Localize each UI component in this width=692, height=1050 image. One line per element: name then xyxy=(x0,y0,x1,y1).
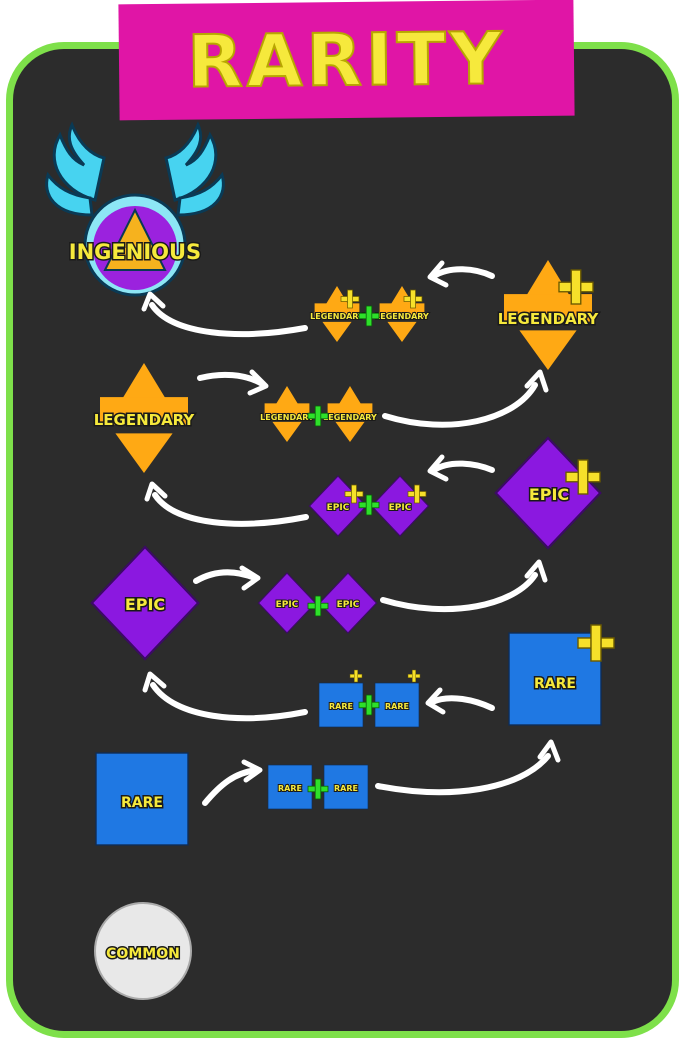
curved-arrow-icon xyxy=(144,481,309,527)
curved-arrow-icon xyxy=(380,559,548,613)
curved-arrow-icon xyxy=(142,671,308,722)
epic-label: EPIC xyxy=(125,595,165,614)
legendary-plus-pair-label-1: LEGENDARY xyxy=(310,312,364,321)
rare-plus-pair-label-2: RARE xyxy=(385,702,409,711)
epic-pair-label-1: EPIC xyxy=(276,600,299,610)
epic-plus-pair-label-2: EPIC xyxy=(389,503,412,513)
rare-plus-pair-label-1: RARE xyxy=(329,702,353,711)
rare-label: RARE xyxy=(121,795,163,811)
legendary-pair-label-2: LEGENDARY xyxy=(323,413,377,422)
flow-arrows xyxy=(141,260,561,806)
legendary-plus-pair: LEGENDARY LEGENDARY xyxy=(309,286,430,342)
legendary-pair: LEGENDARY LEGENDARY xyxy=(259,386,378,442)
ingenious-emblem: INGENIOUS xyxy=(45,121,225,297)
rare-plus-label: RARE xyxy=(534,676,576,692)
legendary-pair-label-1: LEGENDARY xyxy=(260,413,314,422)
common-label: COMMON xyxy=(106,946,180,962)
plus-icon xyxy=(307,405,329,427)
curved-arrow-icon xyxy=(425,687,495,715)
epic-plus-pair-label-1: EPIC xyxy=(327,503,350,513)
rare-plus-pair: RARE RARE xyxy=(318,669,421,728)
winged-emblem-icon xyxy=(45,121,225,297)
rare-plus-tier: RARE xyxy=(508,624,615,726)
epic-pair-label-2: EPIC xyxy=(337,600,360,610)
legendary-plus-label: LEGENDARY xyxy=(498,310,600,328)
epic-plus-pair: EPIC EPIC xyxy=(308,475,430,537)
epic-plus-tier: EPIC xyxy=(494,436,602,550)
plus-icon xyxy=(358,494,380,516)
rare-pair-label-1: RARE xyxy=(278,784,302,793)
legendary-tier: LEGENDARY xyxy=(92,363,197,473)
curved-arrow-icon xyxy=(427,260,495,288)
legendary-plus-pair-label-2: LEGENDARY xyxy=(375,312,429,321)
epic-plus-label: EPIC xyxy=(529,485,569,504)
curved-arrow-icon xyxy=(375,739,561,796)
curved-arrow-icon xyxy=(382,369,549,428)
rare-pair-label-2: RARE xyxy=(334,784,358,793)
curved-arrow-icon xyxy=(202,759,263,806)
curved-arrow-icon xyxy=(193,565,261,591)
curved-arrow-icon xyxy=(197,369,269,396)
legendary-plus-tier: LEGENDARY xyxy=(496,260,601,370)
epic-pair: EPIC EPIC xyxy=(257,572,378,634)
curved-arrow-icon xyxy=(141,291,308,337)
plus-icon xyxy=(358,305,380,327)
common-tier: COMMON xyxy=(94,902,192,1000)
epic-tier: EPIC xyxy=(90,545,200,661)
legendary-label: LEGENDARY xyxy=(94,411,196,429)
ingenious-label: INGENIOUS xyxy=(69,240,201,264)
rare-pair: RARE RARE xyxy=(267,764,369,810)
curved-arrow-icon xyxy=(427,454,495,482)
rare-tier: RARE xyxy=(95,752,189,846)
